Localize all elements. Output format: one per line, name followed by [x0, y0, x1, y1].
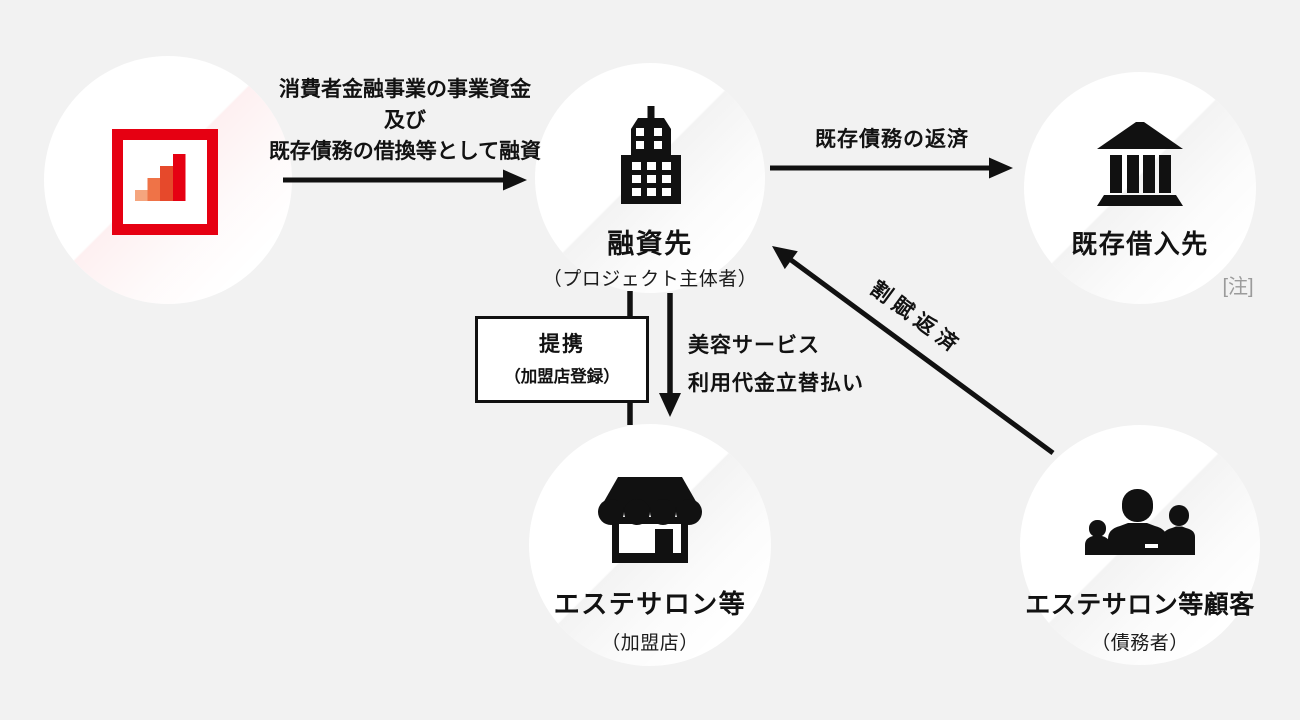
advance-payment-label-line1: 美容サービス — [688, 334, 820, 357]
long-shadow — [1024, 72, 1256, 304]
node-borrower-circle — [535, 63, 765, 293]
loan-label-line2: 及び — [384, 109, 426, 132]
advance-payment-label-line2: 利用代金立替払い — [688, 372, 864, 395]
node-customers-circle — [1020, 425, 1260, 665]
customers-title: エステサロン等顧客 — [1025, 591, 1255, 619]
loan-label-line3: 既存債務の借換等として融資 — [268, 140, 542, 163]
existing-lender-title: 既存借入先 — [1071, 229, 1209, 259]
borrower-subtitle: （プロジェクト主体者） — [542, 269, 758, 290]
borrower-title: 融資先 — [607, 229, 693, 259]
office-building-icon — [621, 106, 681, 204]
debt-repayment-label: 既存債務の返済 — [815, 128, 969, 151]
footnote-marker: [注] — [1222, 276, 1254, 298]
people-icon — [1085, 489, 1195, 555]
debt-repayment-arrow — [770, 157, 1013, 179]
partnership-box: 提携 （加盟店登録） — [475, 316, 649, 403]
salon-subtitle: （加盟店） — [601, 633, 699, 654]
bank-icon — [1097, 122, 1183, 206]
salon-title: エステサロン等 — [553, 589, 747, 619]
storefront-icon — [598, 477, 702, 563]
loan-label-line1: 消費者金融事業の事業資金 — [279, 78, 531, 101]
partnership-title: 提携 — [539, 333, 585, 357]
advance-payment-arrow — [659, 293, 681, 417]
loan-label: 消費者金融事業の事業資金 及び 既存債務の借換等として融資 — [245, 74, 565, 167]
partnership-subtitle: （加盟店登録） — [504, 367, 620, 386]
loan-arrow — [283, 169, 527, 191]
bar-chart-logo-icon — [112, 129, 218, 235]
node-salon-circle — [529, 424, 771, 666]
advance-payment-label: 美容サービス 利用代金立替払い — [688, 327, 864, 403]
node-existing-lender-circle — [1024, 72, 1256, 304]
installment-repayment-arrow — [772, 246, 1055, 456]
customers-subtitle: （債務者） — [1091, 633, 1189, 654]
